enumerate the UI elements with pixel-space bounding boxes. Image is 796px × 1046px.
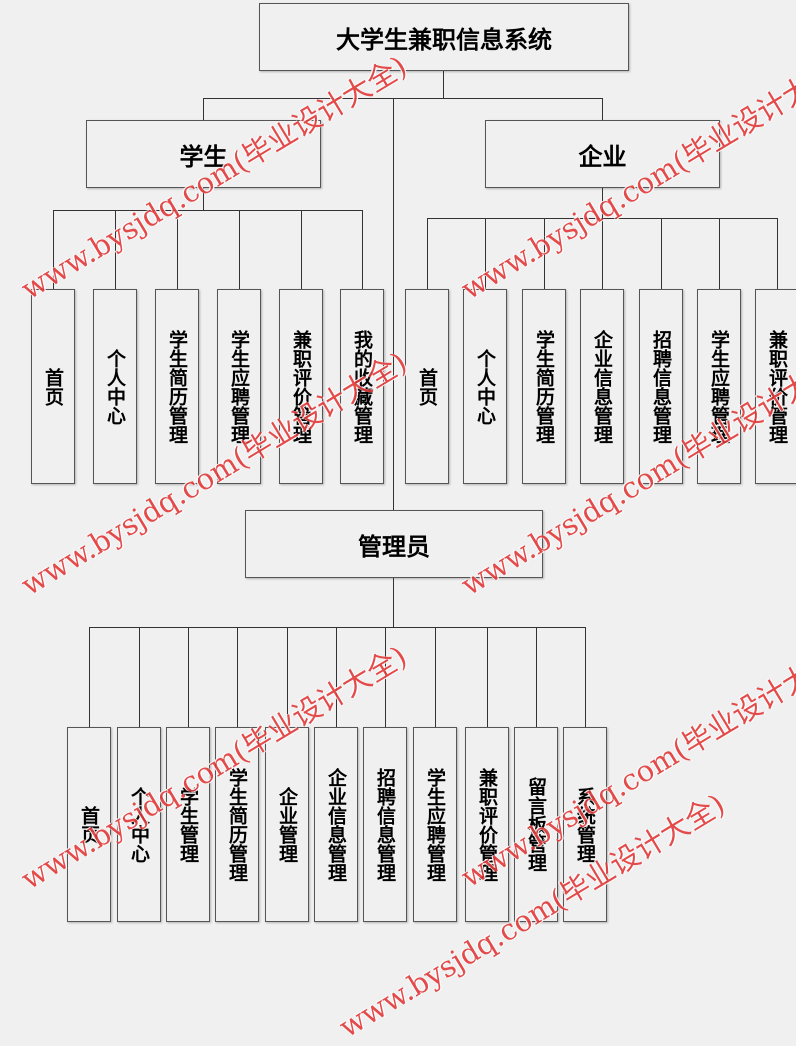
connector <box>719 218 720 289</box>
admin-function-node: 学生应聘管理 <box>413 727 457 922</box>
connector <box>53 210 54 289</box>
connector <box>203 98 603 99</box>
root-node: 大学生兼职信息系统 <box>259 3 629 71</box>
enterprise-function-node: 兼职评价管理 <box>755 289 796 484</box>
connector <box>487 627 488 727</box>
admin-function-node: 留言板管理 <box>514 727 558 922</box>
admin-function-node: 学生管理 <box>166 727 210 922</box>
admin-function-node: 企业管理 <box>265 727 309 922</box>
connector <box>661 218 662 289</box>
connector <box>89 627 586 628</box>
enterprise-function-node: 招聘信息管理 <box>639 289 683 484</box>
student-function-node: 个人中心 <box>93 289 137 484</box>
connector <box>362 210 363 289</box>
connector <box>115 210 116 289</box>
connector <box>89 627 90 727</box>
connector <box>239 210 240 289</box>
connector <box>443 71 444 98</box>
connector <box>777 218 778 289</box>
student-node: 学生 <box>86 120 321 188</box>
student-function-node: 首页 <box>31 289 75 484</box>
connector <box>301 210 302 289</box>
student-function-node: 兼职评价管理 <box>279 289 323 484</box>
admin-function-node: 系统管理 <box>563 727 607 922</box>
connector <box>485 218 486 289</box>
connector <box>585 627 586 727</box>
connector <box>336 627 337 727</box>
connector <box>602 218 603 289</box>
connector <box>203 188 204 210</box>
enterprise-function-node: 学生应聘管理 <box>697 289 741 484</box>
admin-function-node: 招聘信息管理 <box>363 727 407 922</box>
connector <box>203 98 204 120</box>
connector <box>188 627 189 727</box>
admin-function-node: 学生简历管理 <box>215 727 259 922</box>
admin-function-node: 企业信息管理 <box>314 727 358 922</box>
student-function-node: 学生应聘管理 <box>217 289 261 484</box>
enterprise-function-node: 企业信息管理 <box>580 289 624 484</box>
connector <box>287 627 288 727</box>
enterprise-node: 企业 <box>485 120 720 188</box>
connector <box>53 210 363 211</box>
admin-function-node: 个人中心 <box>117 727 161 922</box>
admin-function-node: 兼职评价管理 <box>465 727 509 922</box>
connector <box>602 98 603 120</box>
admin-node: 管理员 <box>245 510 543 578</box>
connector <box>544 218 545 289</box>
student-function-node: 学生简历管理 <box>155 289 199 484</box>
enterprise-function-node: 个人中心 <box>463 289 507 484</box>
enterprise-function-node: 首页 <box>405 289 449 484</box>
student-function-node: 我的收藏管理 <box>340 289 384 484</box>
connector <box>237 627 238 727</box>
connector <box>177 210 178 289</box>
connector <box>393 98 394 510</box>
connector <box>435 627 436 727</box>
admin-function-node: 首页 <box>67 727 111 922</box>
connector <box>536 627 537 727</box>
connector <box>139 627 140 727</box>
connector <box>427 218 428 289</box>
connector <box>393 578 394 627</box>
connector <box>602 188 603 218</box>
enterprise-function-node: 学生简历管理 <box>522 289 566 484</box>
connector <box>385 627 386 727</box>
